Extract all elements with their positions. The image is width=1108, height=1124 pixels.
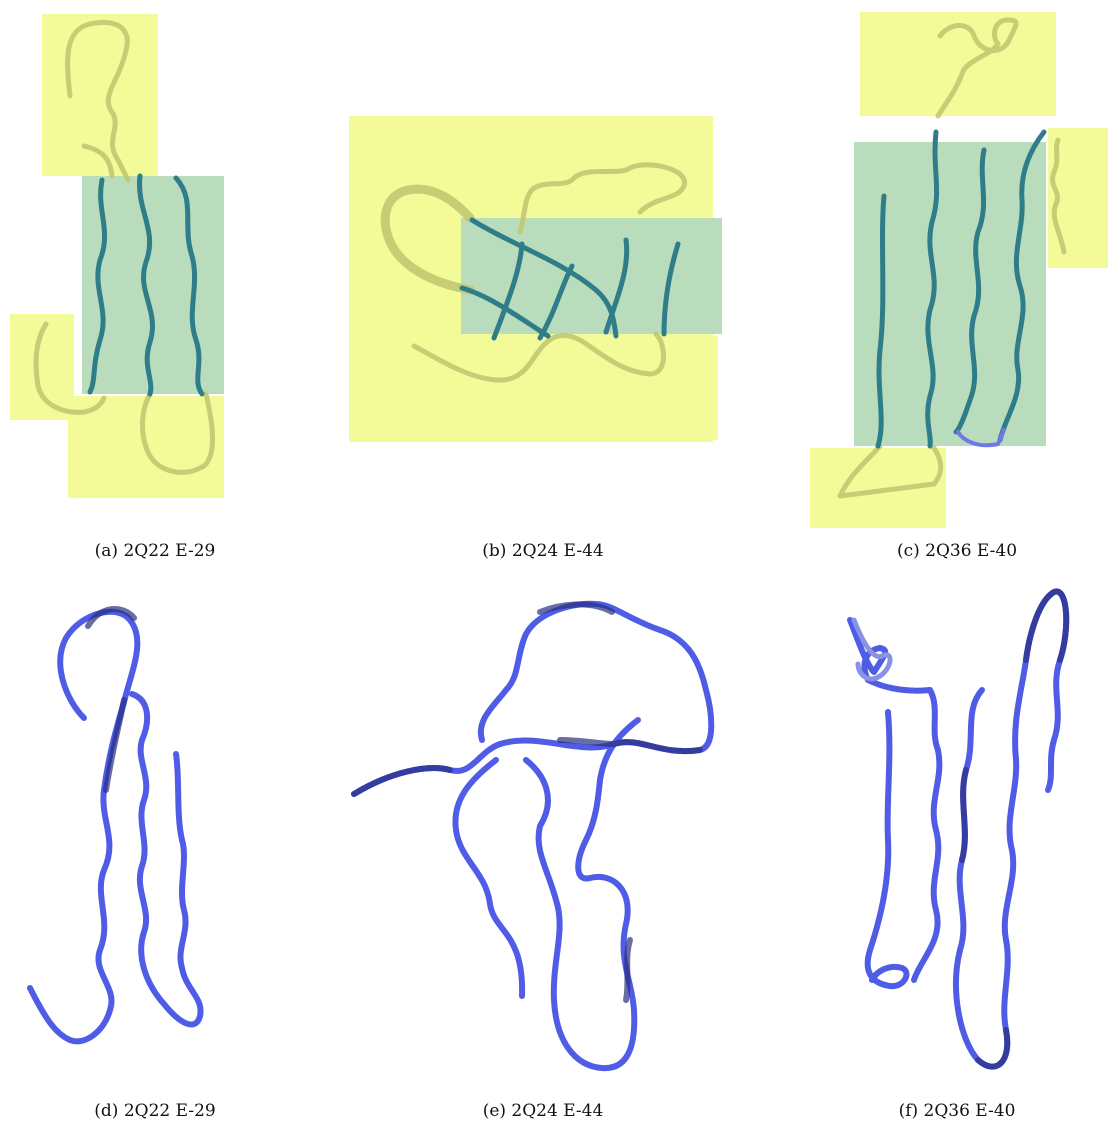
panel-f-caption: (f) 2Q36 E-40 — [772, 1101, 1108, 1121]
